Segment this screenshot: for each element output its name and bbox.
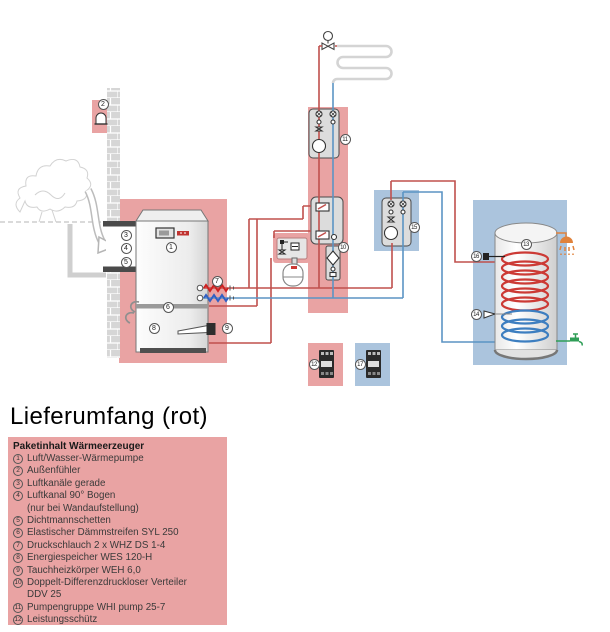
schematic (0, 30, 583, 386)
callout-9: 9 (221, 322, 233, 334)
callout-10: 10 (337, 241, 349, 253)
legend-item-text: Dichtmannschetten (27, 515, 111, 527)
callout-11: 11 (339, 133, 351, 145)
legend-item-marker: 2 (13, 466, 23, 477)
legend-header: Paketinhalt Wärmeerzeuger (13, 441, 145, 452)
legend-item: 1 Luft/Wasser-Wärmepumpe (13, 453, 222, 465)
callout-2: 2 (97, 98, 109, 110)
legend-item: 12 Leistungsschütz (13, 614, 222, 626)
tank-sensor-top (483, 253, 505, 260)
callout-7: 7 (211, 275, 223, 287)
expansion-vessel (282, 257, 304, 287)
unit-logo-badge (177, 231, 189, 236)
callout-6: 6 (162, 301, 174, 313)
legend-item-marker: 6 (13, 528, 23, 539)
callout-13: 13 (520, 238, 532, 250)
tank-heating-coil (500, 251, 550, 312)
pipe-network-red (202, 45, 497, 344)
legend-title: Lieferumfang (rot) (10, 403, 208, 430)
pump-impeller (383, 225, 399, 241)
contactor-external (366, 350, 381, 378)
unit-top-face (135, 209, 209, 222)
tank-bottom (493, 349, 559, 361)
legend-item-marker: 10 (13, 578, 23, 589)
hose-port-flow (196, 284, 204, 292)
legend-item: 2 Außenfühler (13, 465, 222, 477)
duct-seal-bottom (103, 266, 137, 272)
storage-tank (483, 222, 583, 361)
callout-1: 1 (165, 241, 177, 253)
hose-port-return (196, 294, 204, 302)
legend-item: 4 Luftkanal 90° Bogen(nur bei Wandaufstel… (13, 490, 222, 515)
unit-display-screen (159, 230, 169, 236)
callout-4: 4 (120, 242, 132, 254)
pressure-hoses (196, 283, 234, 303)
legend-item-marker: 11 (13, 602, 23, 613)
callout-15: 15 (408, 221, 420, 233)
callout-3: 3 (120, 229, 132, 241)
callout-17: 17 (354, 358, 366, 370)
distributor-pump (326, 250, 340, 278)
zone-valve (321, 30, 335, 51)
callout-12: 12 (308, 358, 320, 370)
legend-item-text: Außenfühler (27, 465, 81, 477)
pump-group-whi (311, 110, 337, 154)
legend-item: 8 Energiespeicher WES 120-H (13, 552, 222, 564)
ext-pump-group (383, 200, 407, 241)
legend-item-marker: 8 (13, 553, 23, 564)
drain-hooks (124, 300, 140, 324)
callout-8: 8 (148, 322, 160, 334)
legend-item-text: Luftkanal 90° Bogen(nur bei Wandaufstell… (27, 490, 139, 514)
duct-seal-top (103, 221, 137, 227)
legend-box: Paketinhalt Wärmeerzeuger 1 Luft/Wasser-W… (8, 437, 227, 627)
cold-water-tap-icon (556, 333, 583, 346)
contactor-included (319, 350, 334, 378)
legend-item: 5 Dichtmannschetten (13, 515, 222, 527)
callout-14: 14 (470, 308, 482, 320)
legend-item: 11 Pumpengruppe WHI pump 25-7 (13, 602, 222, 614)
heat-pump-unit (124, 209, 216, 353)
legend-item-text: Leistungsschütz (27, 614, 98, 626)
legend-item-marker: 7 (13, 540, 23, 551)
legend-item-marker: 5 (13, 516, 23, 527)
legend-item-marker: 1 (13, 454, 23, 464)
ext-pump-group-box (381, 197, 412, 247)
floor-heating-loop (331, 44, 393, 84)
legend-item: 6 Elastischer Dämmstreifen SYL 250 (13, 527, 222, 539)
callout-16: 16 (470, 250, 482, 262)
legend-item-text: Tauchheizkörper WEH 6,0 (27, 564, 141, 576)
distributor-ddv (315, 202, 338, 241)
legend-item-text: Luftkanäle gerade (27, 477, 106, 489)
legend-item-marker: 9 (13, 565, 23, 576)
callout-5: 5 (120, 256, 132, 268)
immersion-heater-flange (206, 323, 216, 335)
legend-item-marker: 3 (13, 478, 23, 489)
outdoor-area (0, 158, 118, 278)
legend-item-marker: 12 (13, 615, 23, 626)
tank-cold-coil (500, 309, 550, 343)
legend-item-marker: 4 (13, 491, 23, 502)
legend-item-text: Pumpengruppe WHI pump 25-7 (27, 601, 166, 613)
pump-impeller (311, 138, 327, 154)
safety-group (276, 237, 308, 260)
legend-item: 7 Druckschlauch 2 x WHZ DS 1-4 (13, 540, 222, 552)
legend-item-text: Energiespeicher WES 120-H (27, 552, 153, 564)
legend-item: 9 Tauchheizkörper WEH 6,0 (13, 565, 222, 577)
tree-sketch (15, 158, 92, 223)
air-duct-outline (67, 224, 106, 278)
legend-item: 3 Luftkanäle gerade (13, 478, 222, 490)
legend-item-text: Elastischer Dämmstreifen SYL 250 (27, 527, 179, 539)
outdoor-sensor-icon (94, 112, 108, 125)
tank-sensor-bottom (483, 310, 512, 319)
legend-item-text: Druckschlauch 2 x WHZ DS 1-4 (27, 539, 166, 551)
pipe-network-blue (202, 83, 497, 343)
legend-item-text: Luft/Wasser-Wärmepumpe (27, 453, 144, 464)
unit-base (140, 348, 206, 353)
hot-water-shower-icon (556, 232, 575, 255)
